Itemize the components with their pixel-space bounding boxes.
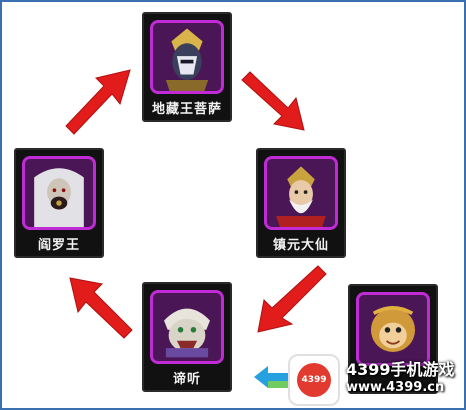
character-name-label: 地藏王菩萨: [151, 102, 222, 117]
character-name-label: 阎罗王: [37, 238, 80, 253]
watermark-title: 4399手机游戏: [346, 360, 455, 379]
watermark-url: www.4399.cn: [346, 380, 445, 395]
arrow-dizang-to-zhenyuan: [238, 68, 312, 136]
character-card-zhenyuan[interactable]: 镇元大仙: [256, 148, 346, 258]
watermark-arrow-icon: [254, 366, 294, 388]
yanluo-portrait-icon: [22, 156, 96, 230]
character-card-diting[interactable]: 谛听: [142, 282, 232, 392]
character-card-yanluo[interactable]: 阎罗王: [14, 148, 104, 258]
watermark-logo-icon: 4399: [288, 354, 340, 406]
watermark-4399: 4399 4399手机游戏 www.4399.cn: [254, 352, 464, 408]
character-card-dizang[interactable]: 地藏王菩萨: [142, 12, 232, 122]
character-name-label: 谛听: [172, 372, 201, 387]
monkey-portrait-icon: [356, 292, 430, 366]
watermark-logo-text: 4399: [297, 363, 331, 397]
diting-portrait-icon: [150, 290, 224, 364]
character-card-monkey[interactable]: [348, 284, 438, 394]
dizang-portrait-icon: [150, 20, 224, 94]
character-name-label: 镇元大仙: [272, 238, 329, 253]
arrow-yanluo-to-dizang: [62, 64, 136, 140]
arrow-diting-to-yanluo: [64, 272, 136, 340]
zhenyuan-portrait-icon: [264, 156, 338, 230]
arrow-zhenyuan-to-diting: [254, 262, 330, 336]
